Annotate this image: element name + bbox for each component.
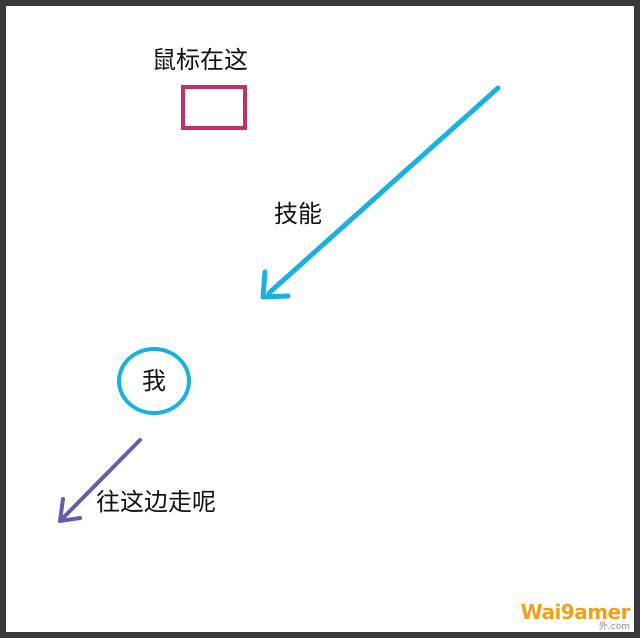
watermark-sub: 外.com bbox=[599, 623, 630, 632]
watermark-brand: Wai9amer bbox=[521, 602, 630, 622]
walk-arrow bbox=[60, 440, 140, 521]
skill-arrow bbox=[263, 88, 498, 297]
watermark-logo: Wai9amer 外.com bbox=[514, 602, 630, 630]
arrows-layer bbox=[6, 6, 640, 644]
